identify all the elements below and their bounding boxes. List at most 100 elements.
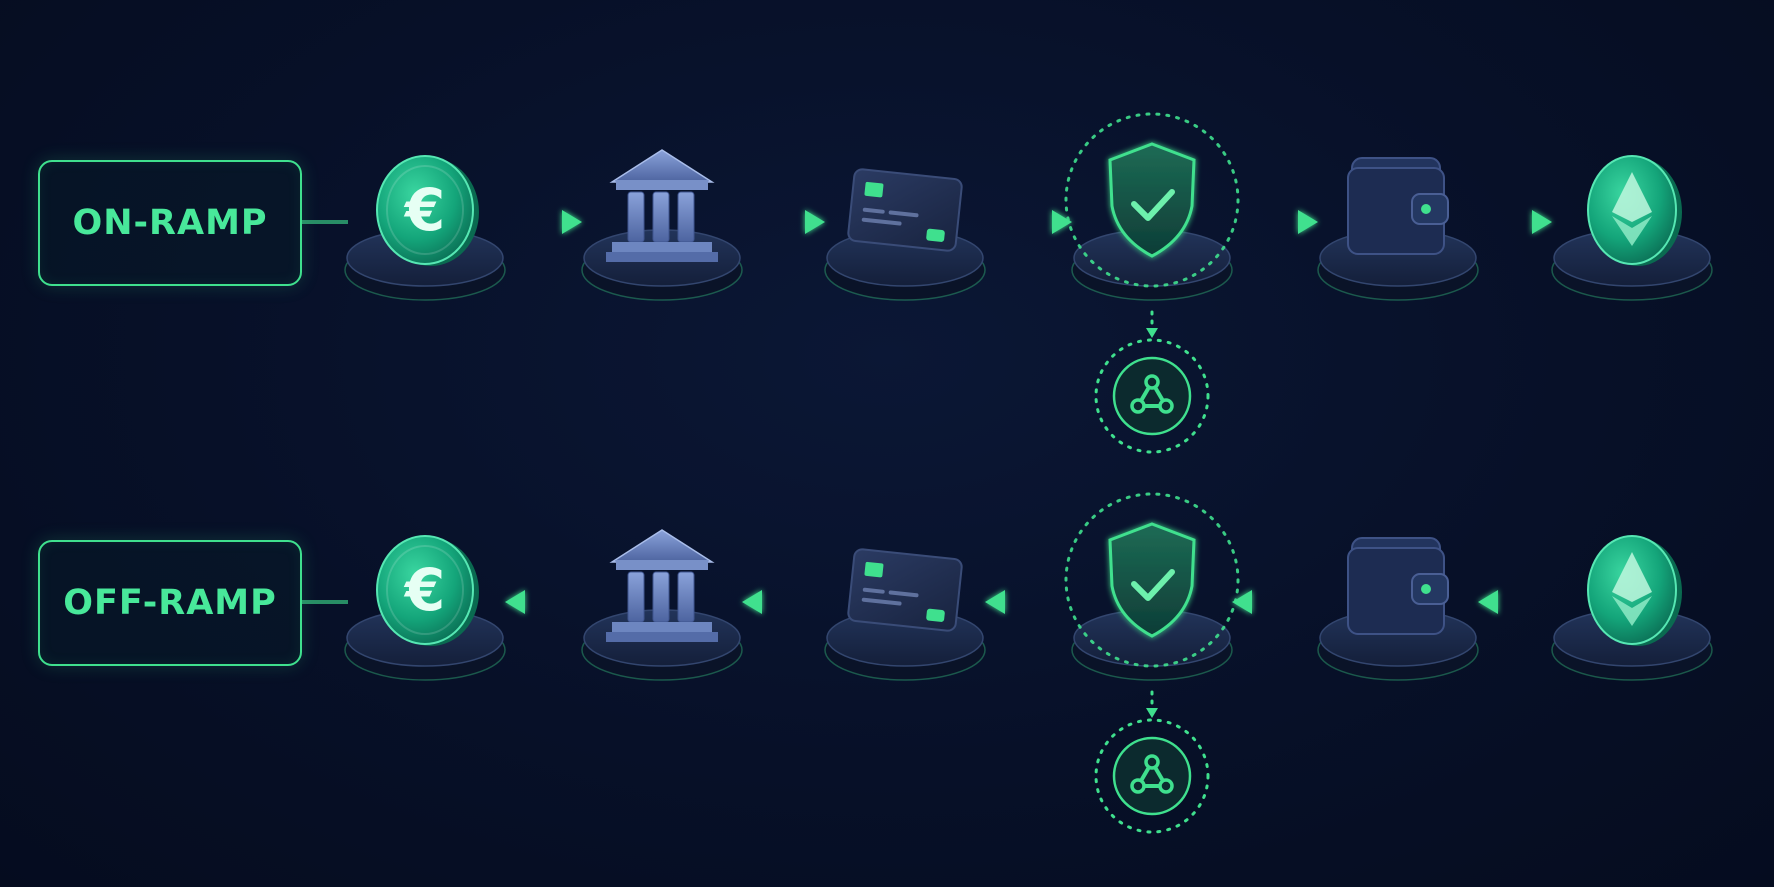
shield-body bbox=[1108, 522, 1196, 638]
bank-step bbox=[612, 242, 712, 252]
webhook-icon bbox=[1094, 338, 1210, 454]
euro-coin-icon: € bbox=[376, 535, 479, 646]
flow-arrow bbox=[742, 590, 828, 614]
card-line bbox=[861, 217, 902, 226]
bank-beam bbox=[616, 180, 708, 190]
bank-icon bbox=[606, 529, 718, 642]
flow-arrow bbox=[985, 590, 1075, 614]
webhook-dotted-ring bbox=[1094, 338, 1210, 454]
bank-column bbox=[652, 191, 670, 243]
wallet-icon bbox=[1347, 157, 1449, 255]
webhook-connector-head bbox=[1146, 328, 1158, 338]
bank-roof bbox=[609, 529, 715, 563]
shield-dotted-ring bbox=[1064, 492, 1240, 668]
flow-arrow bbox=[982, 210, 1072, 234]
flow-arrow bbox=[1475, 210, 1552, 234]
eth-diamond-top bbox=[1612, 172, 1652, 222]
arrow-head bbox=[505, 590, 525, 614]
webhook-node bbox=[1130, 778, 1146, 794]
arrow-head bbox=[1478, 590, 1498, 614]
euro-coin-icon: € bbox=[376, 155, 479, 266]
step-node bbox=[1064, 492, 1240, 681]
step-node bbox=[1551, 155, 1713, 301]
arrow-head bbox=[1052, 210, 1072, 234]
step-node bbox=[1064, 112, 1240, 301]
webhook-node bbox=[1130, 398, 1146, 414]
step-node bbox=[581, 529, 743, 681]
card-icon bbox=[847, 548, 963, 632]
webhook-node bbox=[1158, 398, 1174, 414]
euro-symbol: € bbox=[403, 176, 445, 244]
webhook-badge bbox=[1112, 736, 1192, 816]
arrow-head bbox=[1232, 590, 1252, 614]
shield-body bbox=[1108, 142, 1196, 258]
bank-icon bbox=[606, 149, 718, 262]
webhook-node bbox=[1158, 778, 1174, 794]
step-node bbox=[1317, 537, 1479, 681]
shield-dotted-ring bbox=[1064, 112, 1240, 288]
bank-column bbox=[627, 571, 645, 623]
card-chip bbox=[864, 181, 884, 198]
card-line bbox=[861, 597, 902, 606]
webhook-badge bbox=[1112, 356, 1192, 436]
card-line bbox=[862, 587, 885, 594]
ethereum-icon bbox=[1587, 535, 1682, 646]
step-node bbox=[1551, 535, 1713, 681]
bank-roof bbox=[609, 149, 715, 183]
ethereum-icon bbox=[1587, 155, 1682, 266]
arrow-head bbox=[1532, 210, 1552, 234]
step-node bbox=[824, 548, 986, 681]
step-node: € bbox=[344, 155, 506, 301]
coin-rim bbox=[386, 165, 464, 255]
bank-column bbox=[652, 571, 670, 623]
shield-check-icon bbox=[1064, 112, 1240, 288]
webhook-dotted-ring bbox=[1094, 718, 1210, 834]
step-node: € bbox=[344, 535, 506, 681]
euro-symbol: € bbox=[403, 556, 445, 624]
coin-face bbox=[376, 155, 474, 265]
step-node bbox=[581, 149, 743, 301]
card-body-group bbox=[847, 548, 963, 632]
step-node bbox=[824, 168, 986, 301]
flow-arrow bbox=[502, 210, 582, 234]
arrow-head bbox=[562, 210, 582, 234]
webhook-connector-head bbox=[1146, 708, 1158, 718]
card-logo bbox=[926, 228, 945, 242]
check-mark bbox=[1131, 189, 1175, 221]
arrow-head bbox=[1298, 210, 1318, 234]
eth-diamond-bottom bbox=[1612, 216, 1652, 246]
card-icon bbox=[847, 168, 963, 252]
coin-rim bbox=[386, 545, 464, 635]
arrow-head bbox=[805, 210, 825, 234]
check-mark bbox=[1131, 569, 1175, 601]
bank-column bbox=[677, 571, 695, 623]
shield-check-icon bbox=[1064, 492, 1240, 668]
bank-column bbox=[677, 191, 695, 243]
on-ramp-label: ON-RAMP bbox=[38, 160, 302, 286]
coin-face bbox=[376, 535, 474, 645]
step-node bbox=[1317, 157, 1479, 301]
eth-diamond-bottom bbox=[1612, 596, 1652, 626]
card-line bbox=[888, 590, 919, 598]
card-logo bbox=[926, 608, 945, 622]
webhook-node bbox=[1144, 754, 1160, 770]
card-chip bbox=[864, 561, 884, 578]
off-ramp-label: OFF-RAMP bbox=[38, 540, 302, 666]
card-body-group bbox=[847, 168, 963, 252]
webhook-icon bbox=[1094, 718, 1210, 834]
bank-step bbox=[606, 632, 718, 642]
wallet-button bbox=[1421, 584, 1431, 594]
bank-column bbox=[627, 191, 645, 243]
flow-arrow bbox=[739, 210, 825, 234]
card-line bbox=[888, 210, 919, 218]
eth-diamond-top bbox=[1612, 552, 1652, 602]
flow-arrow bbox=[505, 590, 585, 614]
bank-beam bbox=[616, 560, 708, 570]
bank-step bbox=[612, 622, 712, 632]
flow-arrow bbox=[1478, 590, 1555, 614]
webhook-node bbox=[1144, 374, 1160, 390]
arrow-head bbox=[742, 590, 762, 614]
bank-step bbox=[606, 252, 718, 262]
